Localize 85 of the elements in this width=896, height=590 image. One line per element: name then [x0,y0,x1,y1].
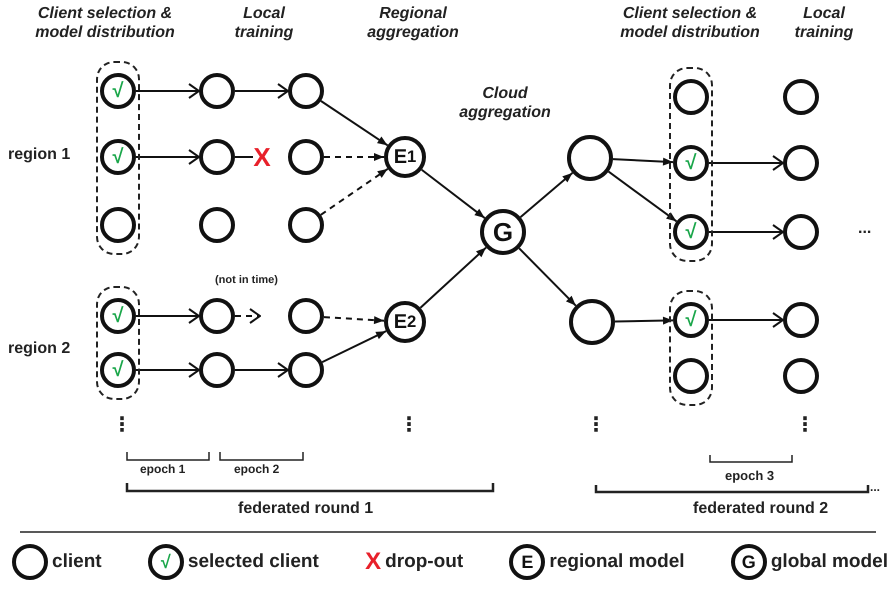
selected-client-node: √ [673,302,709,338]
selected-client-node: √ [673,214,709,250]
annotation-text: region 1 [8,146,70,164]
annotation-text: ... [870,480,880,494]
arrow [235,362,289,378]
client-node [567,135,613,181]
vertical-ellipsis: ⋮ [586,414,606,434]
column-heading: Local training [794,4,854,42]
legend-symbol: E [509,544,546,580]
column-heading: Regional aggregation [366,4,460,42]
annotation-text: region 2 [8,340,70,358]
arrow [320,168,388,216]
annotation-text: federated round 1 [238,500,374,518]
model-node: G [480,209,526,255]
legend-symbol: √ [148,544,184,580]
annotation-text: epoch 1 [140,462,186,476]
client-node [199,298,235,334]
column-heading: Local training [234,4,294,42]
client-node [199,139,235,175]
arrow [420,246,487,309]
selected-client-node: √ [100,73,136,109]
column-heading: Client selection & model distribution [34,4,176,42]
column-heading: Client selection & model distribution [619,4,761,42]
vertical-ellipsis: ⋮ [795,414,815,434]
annotation-text: ... [858,220,872,238]
client-node [783,145,819,181]
arrow [324,153,384,161]
connector-line [235,156,253,158]
drop-out-mark: X [253,144,271,170]
client-node [100,207,136,243]
arrow [518,248,577,306]
legend-label: drop-out [385,551,464,573]
arrow [320,100,388,146]
arrow [136,149,200,165]
client-node [569,299,615,345]
legend-label: regional model [549,551,685,573]
selected-client-node: √ [100,139,136,175]
arrow [322,330,387,364]
client-node [288,73,324,109]
legend-label: client [52,551,102,573]
annotation-text: epoch 2 [234,462,280,476]
column-heading: Cloud aggregation [458,84,552,122]
client-node [288,207,324,243]
arrow [614,316,674,325]
client-node [783,302,819,338]
arrow [612,158,674,166]
arrow [235,83,289,99]
vertical-ellipsis: ⋮ [399,414,419,434]
client-node [288,352,324,388]
annotation-text: federated round 2 [693,500,828,518]
arrow [608,170,678,222]
selected-client-node: √ [673,145,709,181]
client-node [288,139,324,175]
legend-label: global model [770,551,888,573]
selection-group [669,67,713,262]
selected-client-node: √ [100,298,136,334]
arrow [709,224,784,240]
client-node [783,214,819,250]
client-node [199,352,235,388]
client-node [783,358,819,394]
arrow [324,316,384,324]
selection-group [669,290,713,406]
legend-symbol: X [365,550,382,574]
client-node [783,79,819,115]
client-node [673,358,709,394]
client-node [199,207,235,243]
annotation-text: epoch 3 [725,468,774,483]
arrow [136,362,200,378]
vertical-ellipsis: ⋮ [112,414,132,434]
client-node [288,298,324,334]
arrow [421,168,486,219]
arrow [709,155,784,171]
selected-client-node: √ [100,352,136,388]
arrow [520,172,574,218]
legend-symbol: G [730,544,767,580]
arrow [136,83,200,99]
arrow [709,312,784,328]
arrow [136,308,200,324]
selection-group [96,61,140,255]
client-node [199,73,235,109]
legend-label: selected client [188,551,319,573]
arrow [235,308,261,324]
client-node [673,79,709,115]
annotation-text: (not in time) [215,274,278,286]
selection-group [96,286,140,400]
